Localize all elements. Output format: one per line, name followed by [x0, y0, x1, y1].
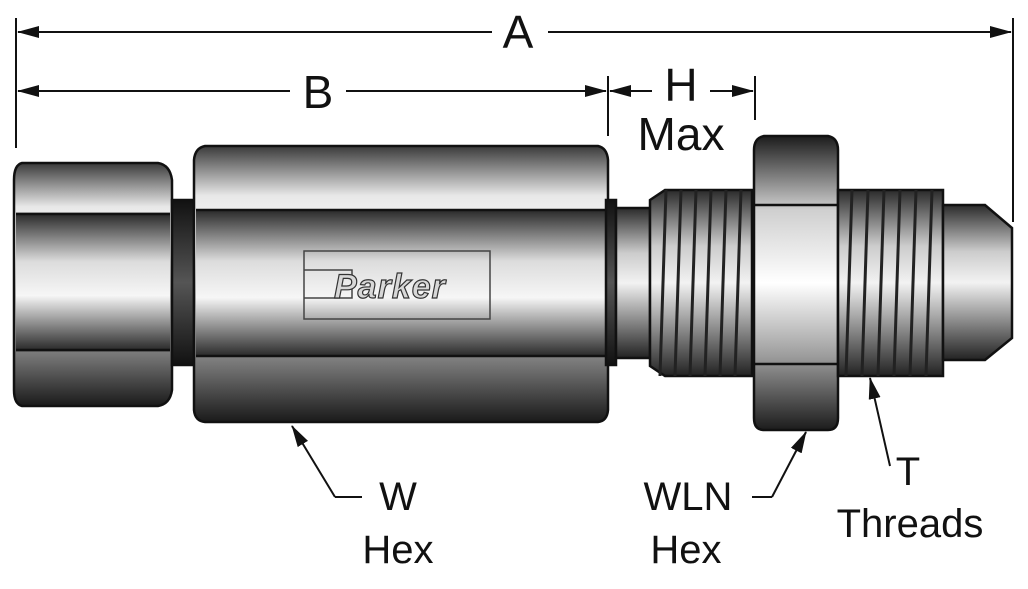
callout-leaders	[291, 377, 891, 498]
callout-threads-word: Threads	[837, 502, 984, 546]
callout-wln-letter: WLN	[644, 475, 733, 519]
dimension-b-label: B	[303, 66, 334, 118]
thread-section-left	[648, 188, 754, 378]
dimension-a-label: A	[503, 6, 534, 58]
bulkhead-shank	[614, 206, 652, 360]
flare-tip	[941, 203, 1014, 362]
dimension-lines	[15, 18, 1014, 222]
thread-section-right	[836, 188, 945, 378]
callout-t-letter: T	[896, 450, 920, 494]
callout-wln-hex-word: Hex	[650, 528, 721, 572]
parker-logo-text: Parker	[334, 268, 447, 306]
swivel-nut	[12, 161, 174, 408]
fitting-drawing: Parker	[12, 134, 1014, 432]
parker-logo: Parker	[303, 250, 491, 320]
nut-neck	[170, 198, 196, 367]
callout-w-letter: W	[379, 475, 417, 519]
shoulder-ring	[604, 198, 618, 367]
locknut-hex	[752, 134, 840, 432]
callout-w-hex-word: Hex	[362, 528, 433, 572]
dimension-h-label: H	[664, 59, 697, 111]
dimension-h-max-label: Max	[638, 108, 725, 160]
body-hex: Parker	[192, 144, 610, 424]
